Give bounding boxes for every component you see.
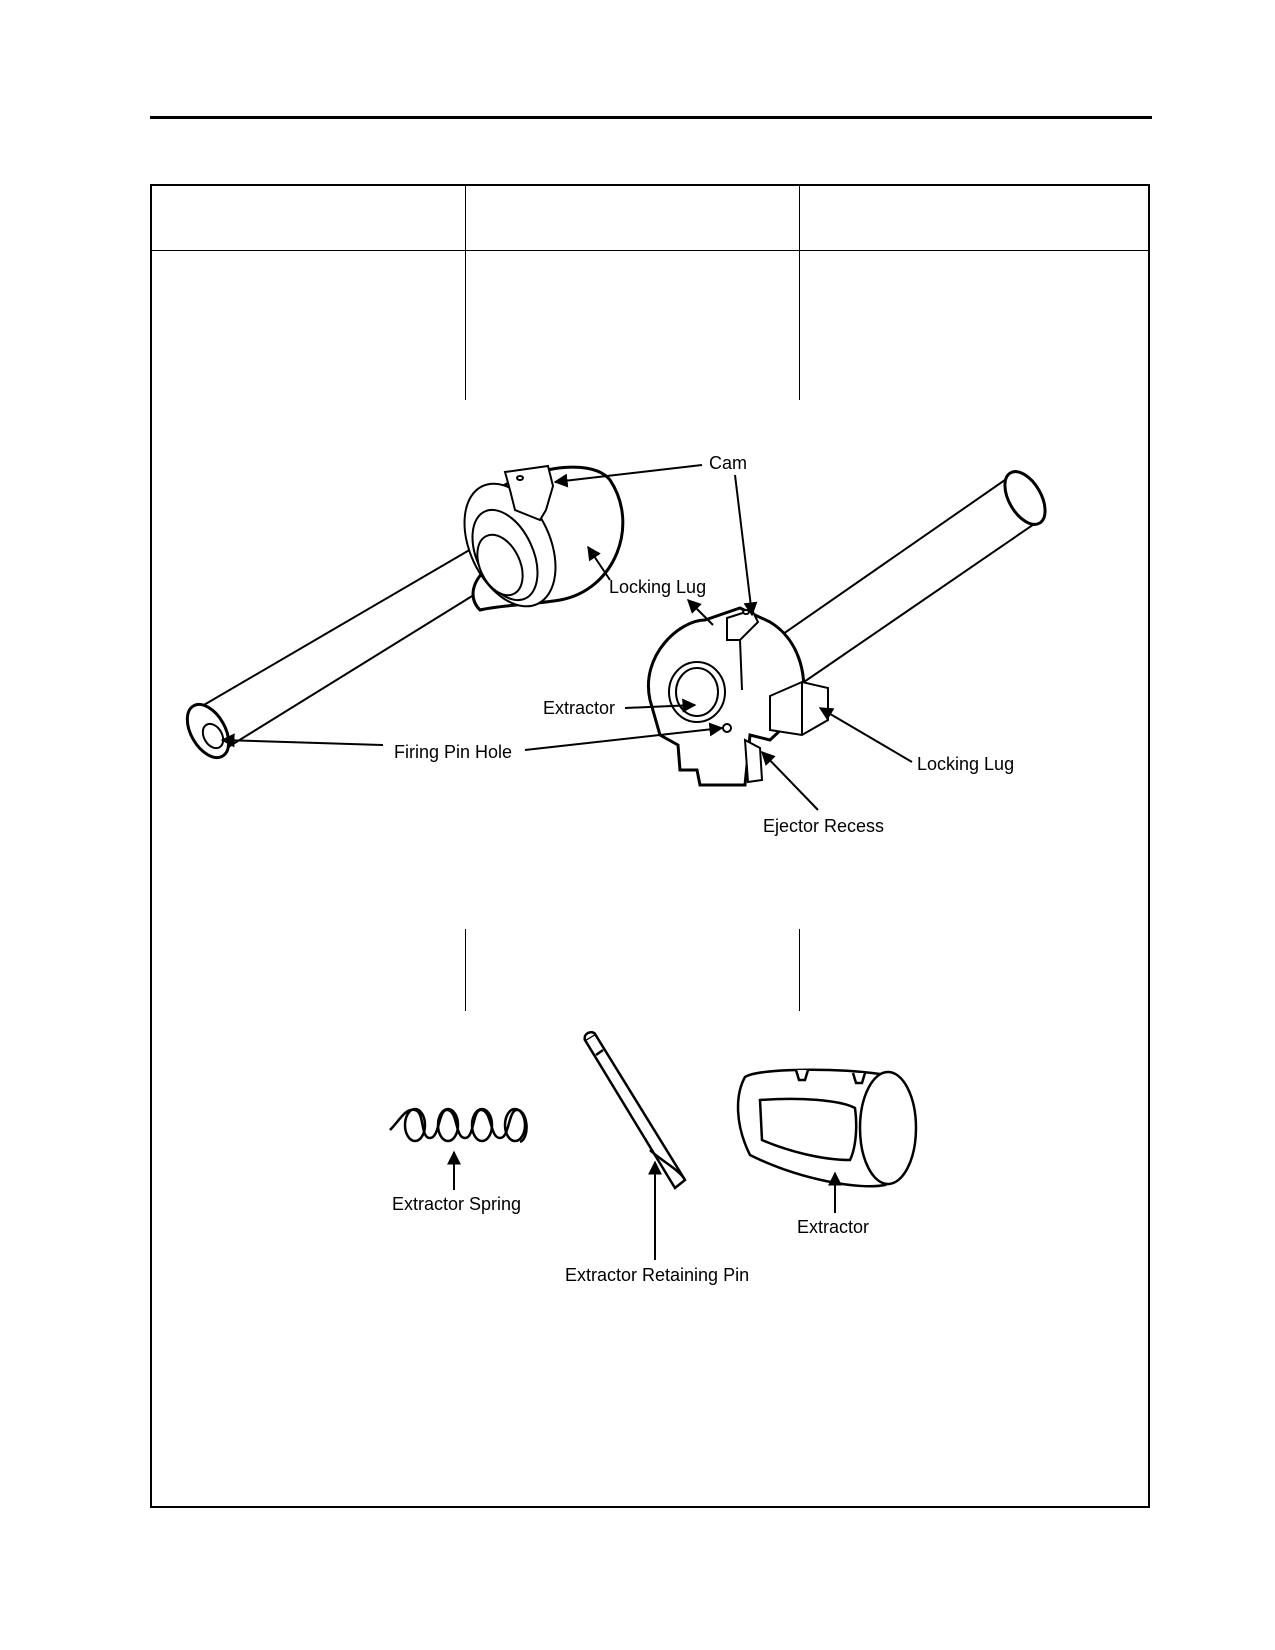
leader-firing-pin-hole-right (524, 722, 724, 751)
header-rule (150, 116, 1152, 119)
leader-firing-pin-hole-left (220, 733, 384, 748)
extractor-part-drawing (736, 1068, 918, 1188)
bolt-rear-view (185, 464, 625, 760)
column-divider-1-mid (465, 929, 466, 1011)
label-ejector-recess: Ejector Recess (763, 816, 884, 836)
label-firing-pin-hole: Firing Pin Hole (394, 742, 512, 762)
bolt-front-view (647, 470, 1047, 787)
label-extractor-spring: Extractor Spring (392, 1194, 521, 1214)
label-extractor-retaining-pin: Extractor Retaining Pin (565, 1265, 749, 1285)
leader-ejector-recess (761, 750, 819, 811)
leader-cam-front (734, 474, 758, 617)
column-divider-2-mid (799, 929, 800, 1011)
label-cam: Cam (709, 453, 747, 473)
column-divider-1-top (465, 186, 466, 400)
label-extractor-part: Extractor (797, 1217, 869, 1237)
leader-locking-lug-rear (587, 545, 611, 581)
leader-extractor-face (624, 698, 697, 713)
label-locking-lug-top: Locking Lug (609, 577, 706, 597)
extractor-spring-drawing (389, 1107, 528, 1144)
leader-locking-lug-front (687, 599, 714, 626)
label-extractor-face: Extractor (543, 698, 615, 718)
leader-locking-lug-right (818, 707, 913, 763)
extractor-retaining-pin-drawing (583, 1031, 687, 1190)
label-locking-lug-right: Locking Lug (917, 754, 1014, 774)
leader-cam-rear (553, 464, 703, 488)
table-header-divider (152, 250, 1148, 251)
figure-frame (150, 184, 1150, 1508)
leader-lines (220, 464, 913, 1260)
column-divider-2-top (799, 186, 800, 400)
